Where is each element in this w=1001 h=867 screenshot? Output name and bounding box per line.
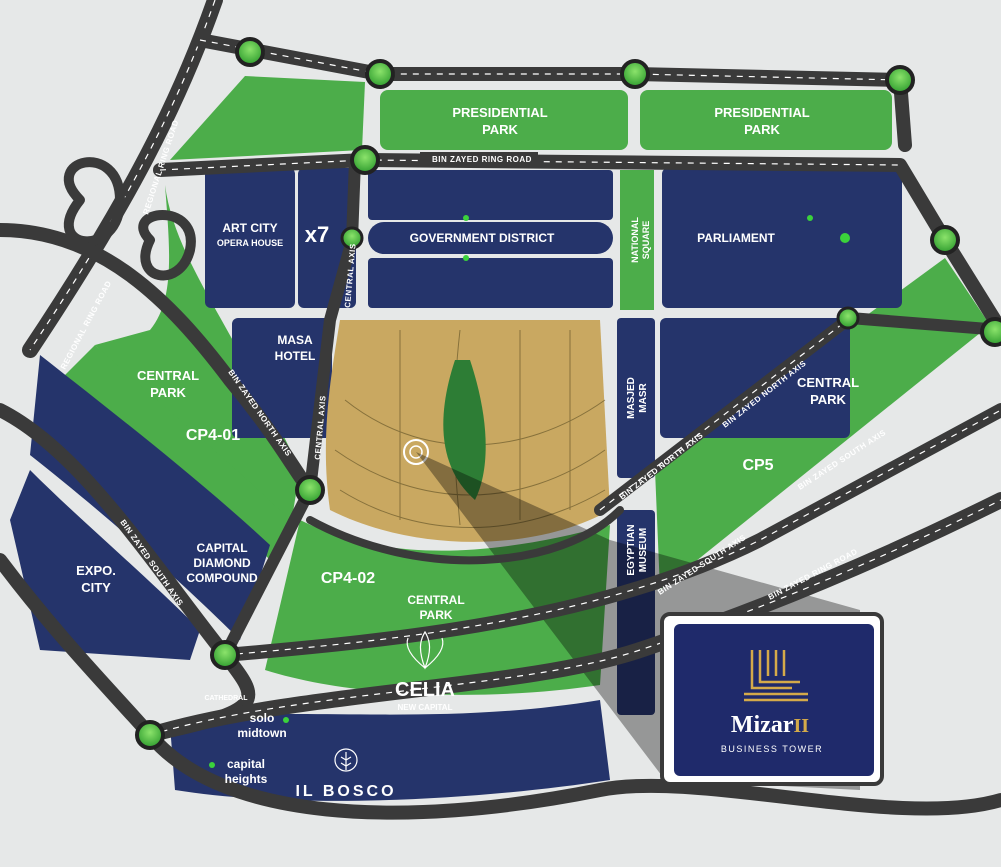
diamond-block xyxy=(30,355,270,640)
blocks xyxy=(10,168,902,801)
central-business-district xyxy=(325,320,610,542)
mizar-brand: MizarII xyxy=(731,712,809,738)
x7-label: x7 xyxy=(305,222,329,247)
central-park-west xyxy=(60,345,295,560)
presidential-park-2 xyxy=(640,90,892,150)
cp4-02-label: CP4-02 xyxy=(321,570,375,587)
national-square-label: NATIONALSQUARE xyxy=(630,217,651,263)
mizar-subtitle: BUSINESS TOWER xyxy=(721,744,823,754)
government-district-label: GOVERNMENT DISTRICT xyxy=(410,231,555,245)
cathedral-label: CATHEDRAL xyxy=(204,695,248,702)
national-square-park xyxy=(620,170,654,310)
egyptian-museum-block xyxy=(617,510,655,715)
lotus-icon xyxy=(406,630,444,670)
expo-city-label: EXPO.CITY xyxy=(76,563,116,595)
target-marker-icon xyxy=(403,439,429,465)
south-strip-blocks xyxy=(170,700,610,801)
road-nodes xyxy=(135,37,1001,768)
expo-city-block xyxy=(10,470,200,660)
masjed-masr-block xyxy=(617,318,655,478)
celia-sub-label: NEW CAPITAL xyxy=(398,703,453,712)
il-bosco-label: IL BOSCO xyxy=(295,783,396,800)
art-city-block xyxy=(205,168,295,308)
celia-label: CELIA xyxy=(395,679,455,701)
cp4-02-park xyxy=(265,520,610,695)
presidential-park-1 xyxy=(380,90,628,150)
mizar-tower-logo xyxy=(744,650,808,702)
mizar-callout: MizarII BUSINESS TOWER xyxy=(660,612,884,786)
cp4-01-label: CP4-01 xyxy=(186,427,240,444)
park-top-left xyxy=(170,76,365,160)
parliament-label: PARLIAMENT xyxy=(697,231,775,245)
government-grid xyxy=(368,170,613,308)
bin-zayed-ring-road-label: BIN ZAYED RING ROAD xyxy=(432,155,532,164)
egyptian-museum-label: EGYPTIANMUSEUM xyxy=(626,524,649,575)
parliament-block xyxy=(662,168,902,308)
central-park-west-strip xyxy=(95,185,300,530)
masjed-masr-label: MASJEDMASR xyxy=(626,377,649,419)
tree-leaf-icon xyxy=(334,748,358,772)
cp5-label: CP5 xyxy=(742,457,773,474)
